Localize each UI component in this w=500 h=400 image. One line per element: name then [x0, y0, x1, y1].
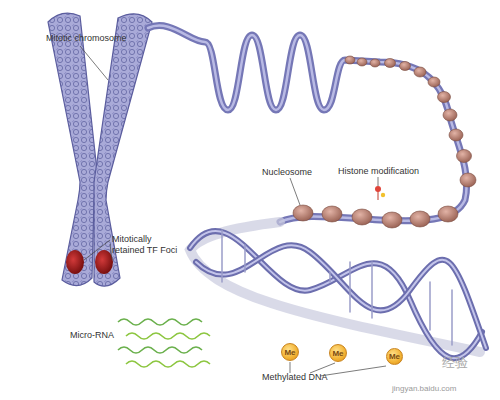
part-label: Micro-RNA [70, 330, 130, 341]
methyl-label: Me [332, 349, 343, 358]
part-label: Mitotic chromosome [46, 33, 156, 44]
methyl-label: Me [284, 348, 295, 357]
dna-double-helix [190, 222, 486, 358]
methyl-group-circle: Me [386, 348, 403, 365]
methyl-group-circle: Me [281, 343, 299, 361]
micro-rna-strands [118, 319, 210, 367]
part-label: Methylated DNA [262, 372, 352, 383]
methyl-label: Me [389, 352, 400, 361]
nucleosome-beads [293, 56, 476, 228]
part-label: Histone modification [338, 166, 438, 177]
chromatin-fiber [148, 26, 467, 222]
part-label: Nucleosome [262, 167, 332, 178]
histone-modification-mark [375, 186, 385, 200]
part-label: Mitotically retained TF Foci [112, 234, 182, 256]
watermark: 经验 [442, 355, 492, 370]
leader-lines [80, 46, 386, 376]
methyl-group-circle: Me [329, 344, 347, 362]
watermark: jingyan.baidu.com [392, 384, 497, 394]
